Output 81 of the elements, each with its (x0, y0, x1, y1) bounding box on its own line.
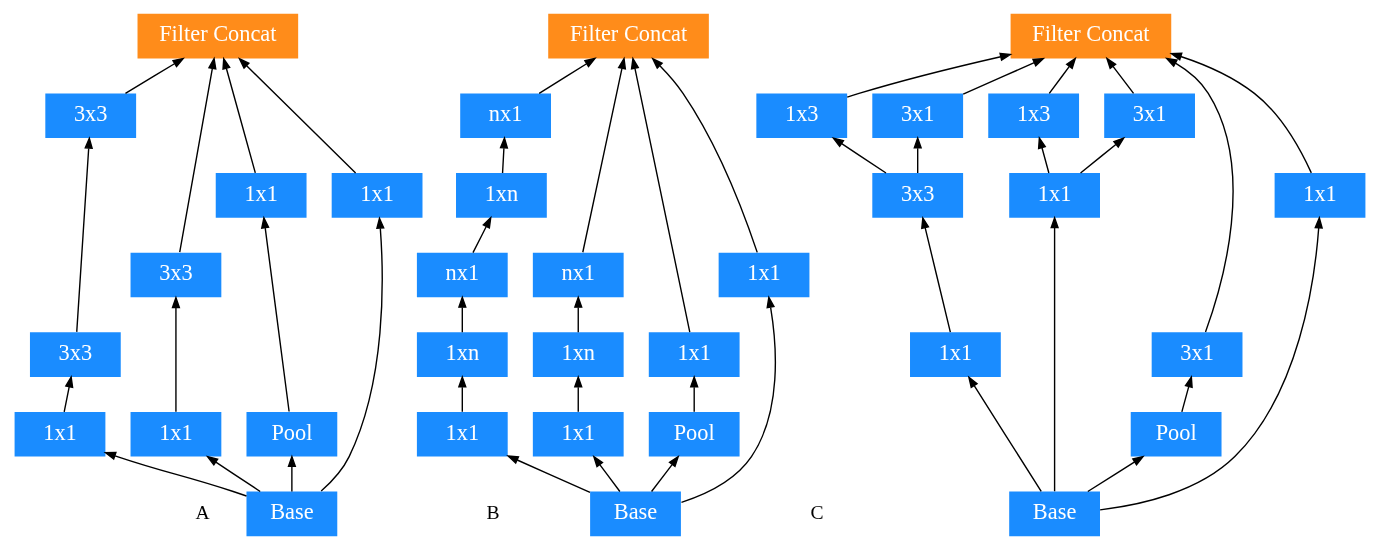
node-box: Base (1008, 491, 1100, 537)
arrow (1086, 455, 1145, 493)
label: B (486, 502, 500, 524)
node-box: 1x1 (14, 411, 105, 457)
arrow (592, 454, 621, 493)
node-box: Filter Concat (547, 13, 709, 59)
node-box: 1xn (532, 332, 624, 377)
node-box: nx1 (416, 252, 508, 298)
node-box: 1x1 (416, 411, 508, 457)
node-box: nx1 (459, 93, 551, 139)
node-box: Filter Concat (1010, 13, 1171, 59)
arrow (505, 455, 591, 493)
label: A (194, 502, 210, 524)
node-box: 3x1 (1151, 332, 1242, 377)
node-box: 1x1 (909, 332, 1001, 377)
node-box: 1x1 (215, 173, 307, 218)
arrow (124, 57, 185, 95)
arrow (457, 374, 467, 413)
arrow (650, 454, 679, 493)
node-box: nx1 (532, 252, 624, 298)
arrow (471, 215, 492, 254)
arrow (1049, 215, 1059, 492)
arrow (499, 136, 508, 174)
arrow (1037, 136, 1050, 174)
arrow (457, 295, 467, 333)
node-box: 1x1 (331, 173, 422, 218)
arrow (1168, 52, 1312, 174)
arrow (1105, 56, 1134, 95)
node-box: 3x1 (871, 93, 963, 139)
arrow (205, 455, 261, 493)
arrow (962, 57, 1045, 95)
node-box: 3x3 (29, 332, 121, 377)
node-box: Base (589, 491, 681, 537)
arrow (1164, 57, 1234, 333)
node-box: Filter Concat (137, 13, 298, 59)
node-box: 1x3 (987, 93, 1079, 139)
node-box: Pool (246, 411, 337, 457)
arrow (846, 52, 1012, 98)
label: C (810, 502, 824, 524)
arrow (1098, 215, 1323, 511)
arrow (538, 57, 597, 95)
node-box: 3x3 (871, 173, 963, 218)
node-box: Pool (648, 411, 740, 457)
node-box: 1x1 (1274, 173, 1365, 218)
arrow (103, 451, 247, 497)
arrow (831, 136, 887, 174)
node-box: 1x3 (755, 93, 847, 139)
arrow (967, 375, 1042, 493)
arrow (171, 295, 180, 413)
node-box: 1x1 (718, 252, 809, 298)
arrow (237, 57, 356, 174)
node-box: 1xn (416, 332, 508, 377)
arrow (630, 56, 690, 333)
arrow (581, 56, 626, 253)
node-box: 3x3 (130, 252, 221, 298)
arrow (920, 215, 951, 333)
arrow (286, 454, 296, 493)
arrow (573, 374, 583, 413)
arrow (650, 57, 758, 254)
arrow (320, 216, 385, 492)
arrow (178, 56, 217, 253)
arrow (75, 136, 93, 333)
node-box: 3x3 (44, 93, 136, 139)
arrow (63, 374, 73, 413)
arrow (912, 136, 922, 174)
node-box: 1x1 (648, 332, 740, 377)
arrow (689, 374, 699, 413)
arrow (1048, 56, 1077, 95)
node-box: 1x1 (130, 411, 221, 457)
arrow (221, 56, 256, 174)
node-box: Pool (1130, 411, 1222, 457)
arrow (573, 295, 583, 333)
node-box: 1x1 (1008, 173, 1100, 218)
node-box: 1x1 (532, 411, 624, 457)
node-box: Base (246, 491, 337, 537)
arrow (1180, 374, 1193, 413)
arrow (680, 295, 776, 503)
arrow (260, 215, 290, 413)
node-box: 3x1 (1103, 93, 1195, 139)
arrow (1079, 136, 1125, 174)
node-box: 1xn (455, 173, 547, 218)
